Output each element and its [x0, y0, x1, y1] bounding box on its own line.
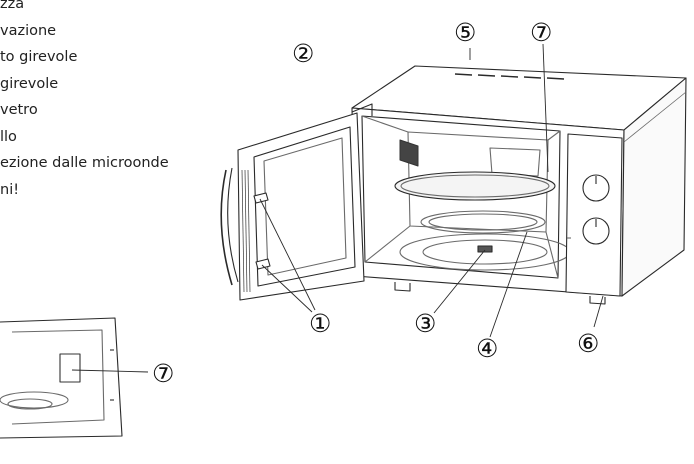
callout-7-inset: ⑦	[152, 359, 174, 388]
legend-item: ni!	[0, 181, 20, 198]
open-door	[220, 103, 373, 301]
parts-legend: zza vazione to girevole girevole vetro l…	[0, 0, 169, 203]
legend-item: ezione dalle microonde	[0, 155, 169, 171]
callout-3: ③	[414, 309, 436, 338]
cavity-vent	[399, 139, 419, 167]
power-knob	[582, 217, 610, 245]
inset-view	[0, 317, 123, 439]
legend-item: vetro	[0, 102, 38, 118]
callout-1: ①	[309, 309, 331, 338]
legend-item: girevole	[0, 75, 59, 92]
legend-item: to girevole	[0, 49, 78, 65]
coupler	[477, 245, 493, 253]
legend-item: vazione	[0, 22, 57, 39]
legend-item: llo	[0, 128, 17, 145]
oven-cavity	[361, 115, 571, 279]
callout-7: ⑦	[530, 18, 552, 47]
roller-ring	[420, 210, 546, 234]
legend-item: zza	[0, 0, 25, 12]
callout-2: ②	[292, 39, 314, 68]
timer-knob	[582, 174, 610, 202]
leader-lines	[71, 43, 604, 373]
callout-4: ④	[476, 334, 498, 363]
glass-tray	[394, 171, 556, 201]
control-panel	[565, 133, 623, 297]
callout-6: ⑥	[577, 329, 599, 358]
callout-5: ⑤	[454, 18, 476, 47]
